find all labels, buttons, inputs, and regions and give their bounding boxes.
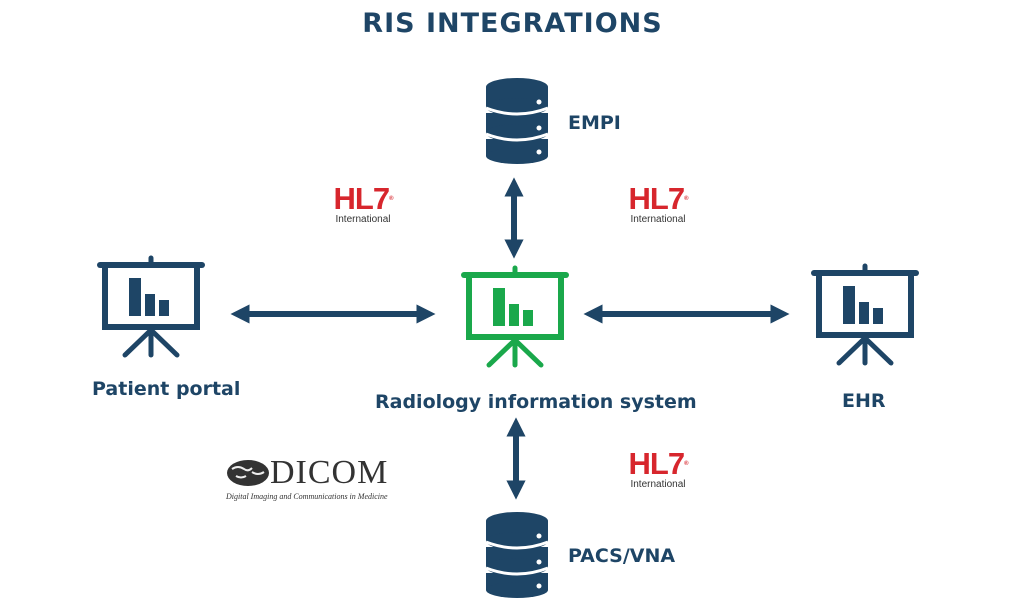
ris-label: Radiology information system [375,391,697,413]
dicom-logo: DICOM Digital Imaging and Communications… [226,454,389,502]
diagram-title: RIS INTEGRATIONS [362,8,663,39]
empi-label: EMPI [568,112,621,134]
patient-portal-board-icon [97,255,205,358]
pacs-database-icon [485,512,549,598]
ris-board-icon [461,265,569,368]
hl7-logo-right: HL7® International [628,181,689,225]
hl7-logo-bottom: HL7® International [628,446,689,490]
ehr-board-icon [811,263,919,366]
globe-icon [227,460,269,486]
ehr-label: EHR [842,390,886,412]
empi-database-icon [485,78,549,164]
hl7-logo-left: HL7® International [333,181,394,225]
patient-portal-label: Patient portal [92,378,241,400]
pacs-label: PACS/VNA [568,545,676,567]
